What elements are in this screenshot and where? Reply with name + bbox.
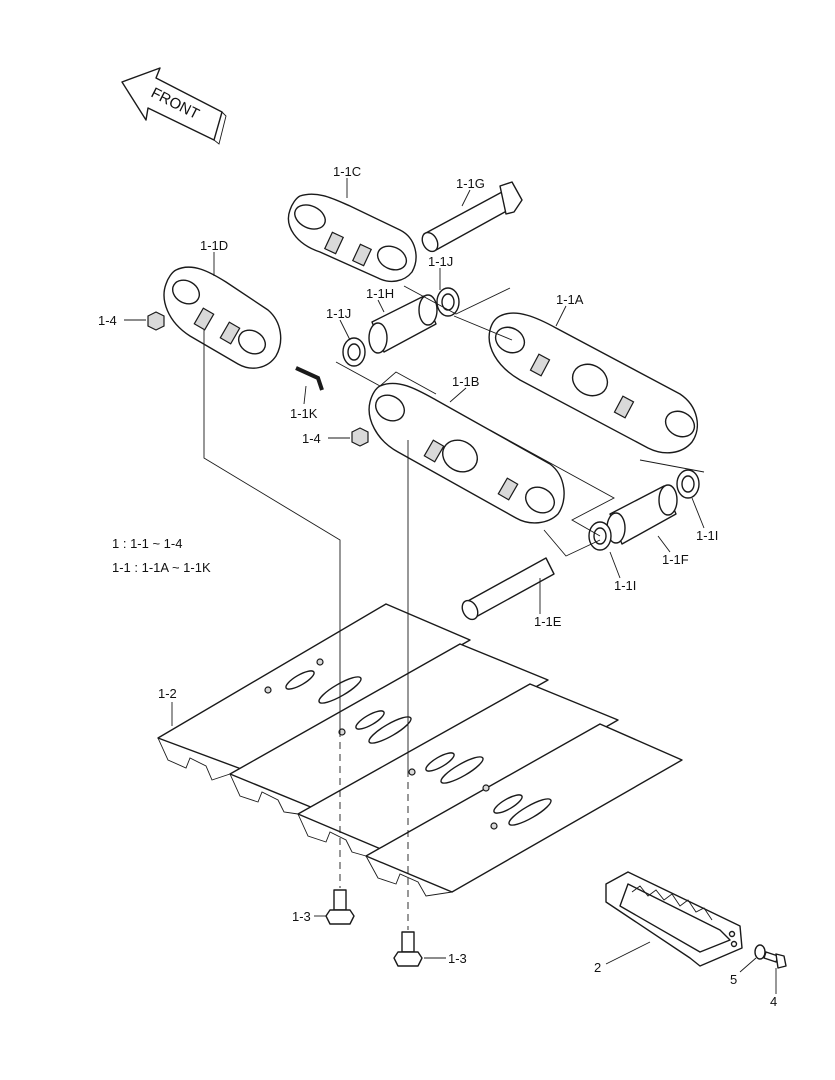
leader-1-1I-right (691, 497, 705, 529)
callout-5: 5 (730, 972, 737, 987)
leader-1-1B (449, 387, 467, 403)
leader-1-1G (461, 189, 471, 207)
pin-1-1G (421, 181, 523, 253)
callout-1-1I-left: 1-1I (614, 578, 636, 593)
callout-1-2: 1-2 (158, 686, 177, 701)
callout-1-1D: 1-1D (200, 238, 228, 253)
callout-1-1J-left: 1-1J (326, 306, 351, 321)
callout-1-4-mid: 1-4 (302, 431, 321, 446)
assembly-guide-lower (489, 429, 705, 557)
callout-2: 2 (594, 960, 601, 975)
nut-1-4-left (147, 311, 165, 331)
callout-1-1J-top: 1-1J (428, 254, 453, 269)
callout-1-1H: 1-1H (366, 286, 394, 301)
assembly-guide-upper (335, 285, 513, 395)
legend-line-2: 1-1 : 1-1A ~ 1-1K (112, 560, 211, 575)
callout-4: 4 (770, 994, 777, 1009)
lock-pin-1-1K (295, 366, 324, 391)
callout-1-1A: 1-1A (556, 292, 584, 307)
seal-1-1J-left (342, 337, 366, 367)
legend-line-1: 1 : 1-1 ~ 1-4 (112, 536, 182, 551)
seal-1-1J-top (436, 287, 460, 317)
link-1-1A (488, 312, 699, 454)
callout-1-1E: 1-1E (534, 614, 562, 629)
seal-1-1I-right (676, 469, 700, 499)
track-shoes-1-2 (157, 603, 683, 897)
leader-1-1J-left (339, 319, 351, 341)
step-bracket-2 (605, 871, 743, 967)
leader-1-1A (555, 305, 567, 327)
callout-1-1F: 1-1F (662, 552, 689, 567)
callout-1-1G: 1-1G (456, 176, 485, 191)
leader-1-1I-left (609, 551, 621, 579)
bolt-1-3-left (325, 889, 355, 925)
leader-1-1F (657, 535, 671, 553)
callout-1-1I-right: 1-1I (696, 528, 718, 543)
callout-1-4-left: 1-4 (98, 313, 117, 328)
callout-1-1B: 1-1B (452, 374, 479, 389)
leader-2 (605, 941, 651, 965)
link-1-1B (368, 382, 565, 524)
callout-1-3-left: 1-3 (292, 909, 311, 924)
callout-1-1K: 1-1K (290, 406, 318, 421)
front-arrow-icon: FRONT (121, 67, 227, 145)
link-1-1C (287, 193, 417, 283)
pin-1-1E (461, 557, 555, 621)
bolt-4 (763, 951, 787, 969)
link-1-1D (163, 266, 282, 369)
leader-5 (739, 957, 757, 973)
bolt-1-3-right (393, 931, 423, 967)
leader-1-1K (303, 385, 307, 405)
leader-1-1H (377, 299, 385, 313)
washer-5 (754, 944, 766, 960)
alignment-line-left (203, 330, 341, 730)
nut-1-4-mid (351, 427, 369, 447)
bushing-1-1H (368, 294, 438, 354)
bushing-1-1F (606, 484, 678, 545)
callout-1-3-right: 1-3 (448, 951, 467, 966)
callout-1-1C: 1-1C (333, 164, 361, 179)
